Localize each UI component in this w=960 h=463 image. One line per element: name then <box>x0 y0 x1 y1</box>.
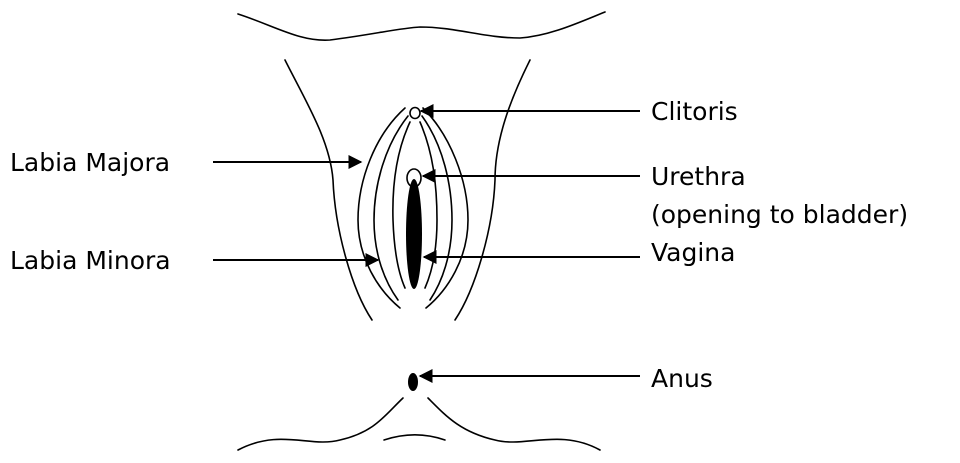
left-buttock-outline <box>238 398 403 450</box>
labia-majora-left <box>358 108 405 308</box>
label-vagina: Vagina <box>651 236 735 270</box>
gluteal-line <box>384 435 445 440</box>
label-labia-minora: Labia Minora <box>10 244 171 278</box>
labia-minora-left <box>374 116 408 300</box>
upper-body-outline <box>238 12 605 40</box>
anus-shape <box>408 373 418 391</box>
label-urethra-note: (opening to bladder) <box>651 198 908 232</box>
label-urethra: Urethra <box>651 160 746 194</box>
left-thigh-outline <box>285 60 372 320</box>
label-anus: Anus <box>651 362 713 396</box>
clitoris-shape <box>410 108 420 119</box>
label-labia-majora: Labia Majora <box>10 146 170 180</box>
labia-majora-right <box>423 108 468 308</box>
label-clitoris: Clitoris <box>651 95 738 129</box>
right-buttock-outline <box>428 398 600 450</box>
right-thigh-outline <box>455 60 530 320</box>
inner-fold-right <box>420 122 437 288</box>
vagina-shape <box>406 179 422 289</box>
